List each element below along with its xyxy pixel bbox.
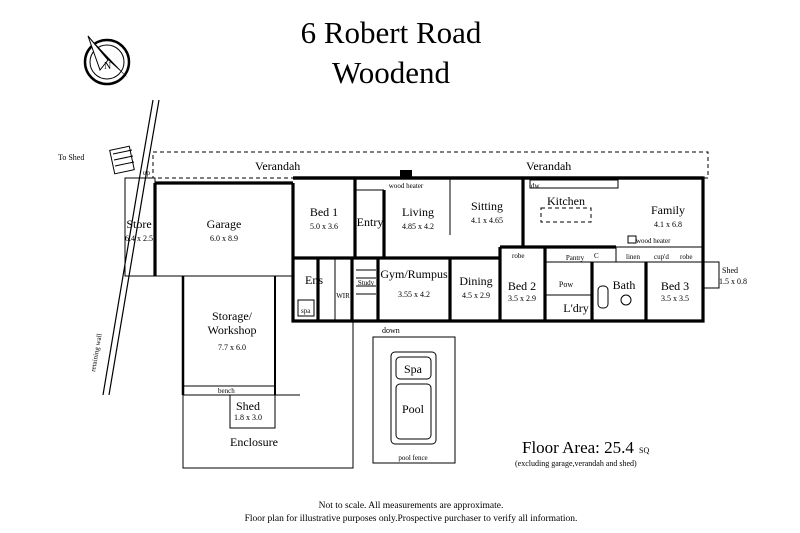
down-label: down [382, 326, 400, 335]
pow-name: Pow [559, 280, 573, 289]
footer-disclaimer-2: Floor plan for illustrative purposes onl… [245, 513, 578, 524]
pool-inner [395, 383, 432, 440]
kitchen-bench [529, 179, 619, 189]
verandah-label-right: Verandah [526, 159, 571, 173]
bed3-dim: 3.5 x 3.5 [661, 294, 689, 303]
sitting-name: Sitting [471, 199, 503, 213]
gym-dim: 3.55 x 4.2 [398, 290, 430, 299]
study-stairs [356, 269, 376, 295]
living-name: Living [402, 205, 434, 219]
floor-area-unit: SQ [639, 446, 649, 455]
svg-text:N: N [104, 61, 111, 72]
storage-name-line2: Workshop [207, 323, 256, 337]
floor-area-value: Floor Area: 25.4 [522, 438, 634, 457]
cupd-label: cup'd [654, 253, 669, 261]
shed-name: Shed [236, 399, 260, 413]
bed3-name: Bed 3 [661, 279, 689, 293]
ldry-name: L'dry [563, 301, 589, 315]
pool-fence [372, 336, 456, 464]
ens-name: Ens [305, 273, 323, 287]
floor-area-note: (excluding garage,verandah and shed) [515, 459, 637, 468]
linen-label: linen [626, 253, 640, 261]
compass-icon: N [83, 35, 131, 86]
entry-name: Entry [357, 215, 384, 229]
family-dim: 4.1 x 6.8 [654, 220, 682, 229]
vanity-basin [620, 294, 632, 306]
store-dim: 6.4 x 2.5 [125, 234, 153, 243]
pool-outline [390, 351, 437, 445]
shed-dim: 1.8 x 3.0 [234, 413, 262, 422]
title-address: 6 Robert Road [301, 15, 482, 50]
wood-heater-label: wood heater [389, 182, 424, 190]
side-shed-dim: 1.5 x 0.8 [719, 277, 747, 286]
pantry-label: Pantry [566, 254, 585, 262]
enclosure-outline [182, 320, 354, 469]
bed2-name: Bed 2 [508, 279, 536, 293]
gym-name: Gym/Rumpus [380, 267, 448, 281]
verandah-outline [152, 151, 709, 179]
storage-name-line1: Storage/ [212, 309, 253, 323]
bath-name: Bath [613, 278, 636, 292]
footer-disclaimer-1: Not to scale. All measurements are appro… [319, 501, 504, 511]
retaining-wall-line [102, 174, 141, 396]
side-shed [702, 261, 720, 289]
title-suburb: Woodend [332, 55, 451, 90]
study-name: Study [358, 279, 375, 287]
dw-label: dw [531, 182, 541, 190]
wir-name: WIR [336, 292, 350, 300]
kitchen-island [540, 207, 592, 223]
storage-dim: 7.7 x 6.0 [218, 343, 246, 352]
bench-label: bench [218, 387, 235, 395]
pool-name: Pool [402, 402, 425, 416]
to-shed-label: To Shed [58, 153, 84, 162]
sitting-dim: 4.1 x 4.65 [471, 216, 503, 225]
bed1-dim: 5.0 x 3.6 [310, 222, 338, 231]
retaining-wall-label: retaining wall [89, 333, 104, 373]
pool-fence-label: pool fence [398, 454, 427, 462]
spa-ens-label: spa [301, 307, 311, 315]
family-wood-heater-label: wood heater [636, 237, 671, 245]
kitchen-name: Kitchen [547, 194, 585, 208]
wood-heater-icon [400, 170, 412, 179]
bath-tub [597, 285, 609, 309]
c-label: C [594, 252, 599, 260]
family-name: Family [651, 203, 685, 217]
stairs-to-shed [109, 145, 135, 175]
dining-name: Dining [459, 274, 492, 288]
living-dim: 4.85 x 4.2 [402, 222, 434, 231]
robe-bed2-label: robe [512, 252, 524, 260]
side-shed-name: Shed [722, 266, 738, 275]
verandah-label-left: Verandah [255, 159, 300, 173]
bed1-name: Bed 1 [310, 205, 338, 219]
bed2-dim: 3.5 x 2.9 [508, 294, 536, 303]
garage-name: Garage [207, 217, 242, 231]
spa-outline [395, 356, 432, 380]
enclosure-name: Enclosure [230, 435, 278, 449]
spa-name: Spa [404, 362, 423, 376]
store-name: Store [126, 217, 151, 231]
robe-bed3-label: robe [680, 253, 692, 261]
dining-dim: 4.5 x 2.9 [462, 291, 490, 300]
garage-dim: 6.0 x 8.9 [210, 234, 238, 243]
